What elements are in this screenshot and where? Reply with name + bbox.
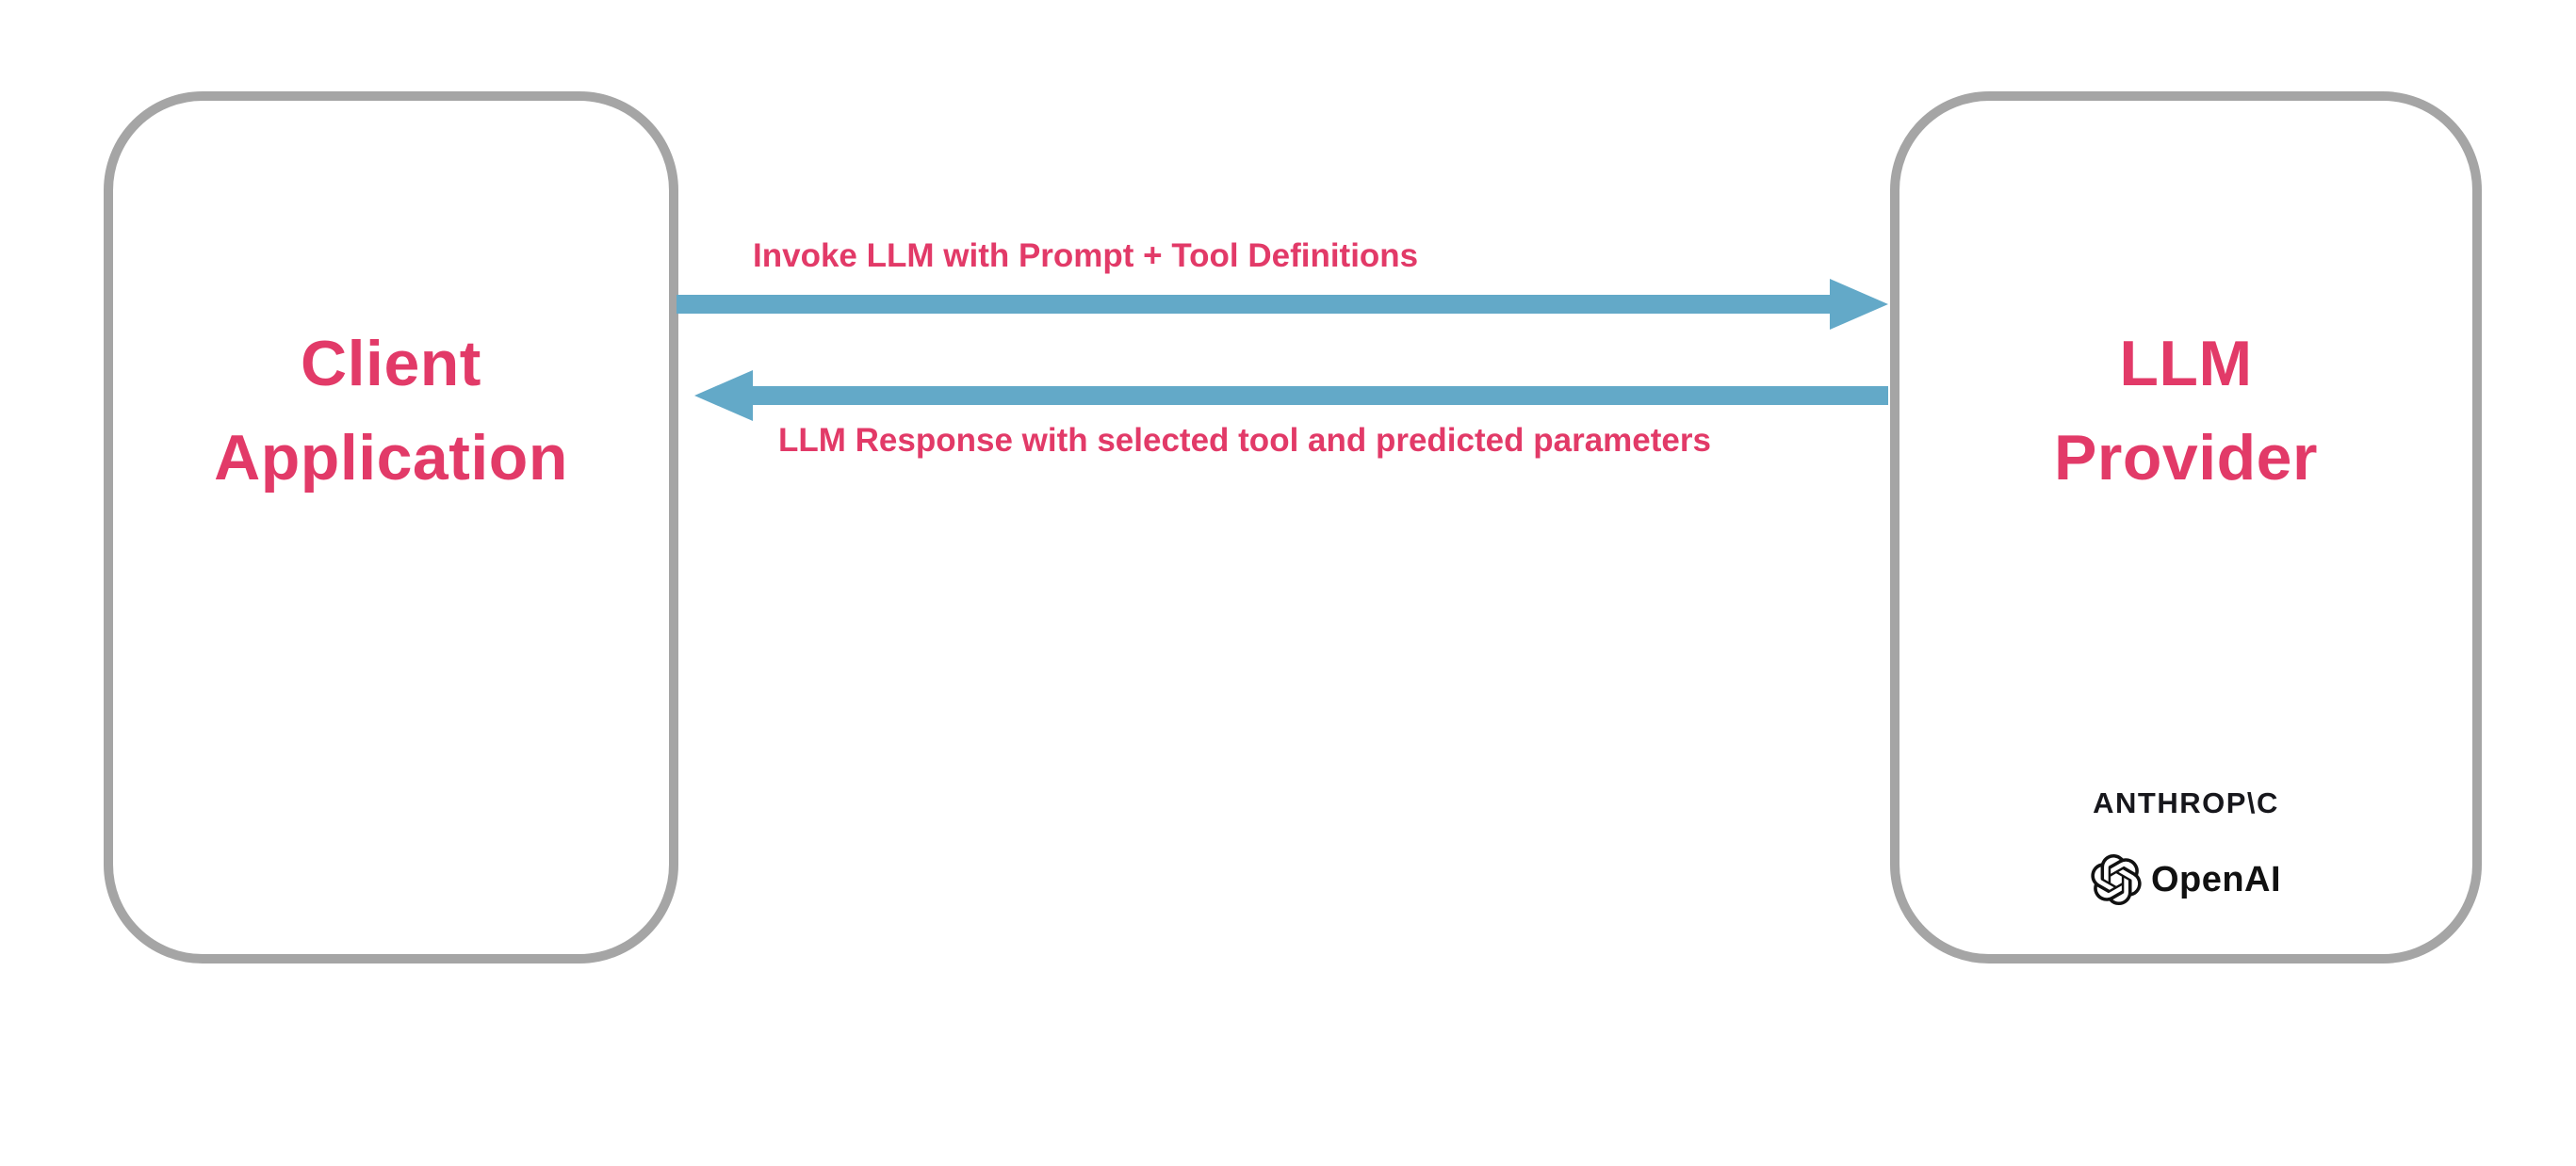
provider-title-line1: LLM: [2119, 328, 2253, 399]
openai-wordmark: OpenAI: [2150, 859, 2282, 899]
response-arrow-label: LLM Response with selected tool and pred…: [778, 422, 1711, 459]
request-arrow-shaft: [677, 295, 1839, 314]
openai-logo-icon: [2091, 854, 2142, 905]
provider-title-line2: Provider: [2054, 421, 2318, 494]
response-arrow-shaft: [743, 386, 1888, 405]
llm-provider-title: LLM Provider: [1899, 317, 2472, 506]
response-arrowhead-icon: [694, 370, 753, 421]
openai-logo: OpenAI: [1899, 854, 2472, 905]
request-arrow-label: Invoke LLM with Prompt + Tool Definition…: [753, 237, 1419, 274]
request-arrowhead-icon: [1830, 279, 1888, 330]
request-arrow: [677, 278, 1888, 331]
response-arrow: [694, 369, 1888, 422]
client-title-line2: Application: [214, 421, 568, 494]
anthropic-logo: ANTHROP\C: [2093, 786, 2279, 819]
client-application-title: Client Application: [113, 317, 669, 506]
client-title-line1: Client: [301, 328, 481, 399]
client-application-box: Client Application: [104, 91, 678, 964]
llm-provider-box: LLM Provider ANTHROP\C OpenAI: [1890, 91, 2482, 964]
